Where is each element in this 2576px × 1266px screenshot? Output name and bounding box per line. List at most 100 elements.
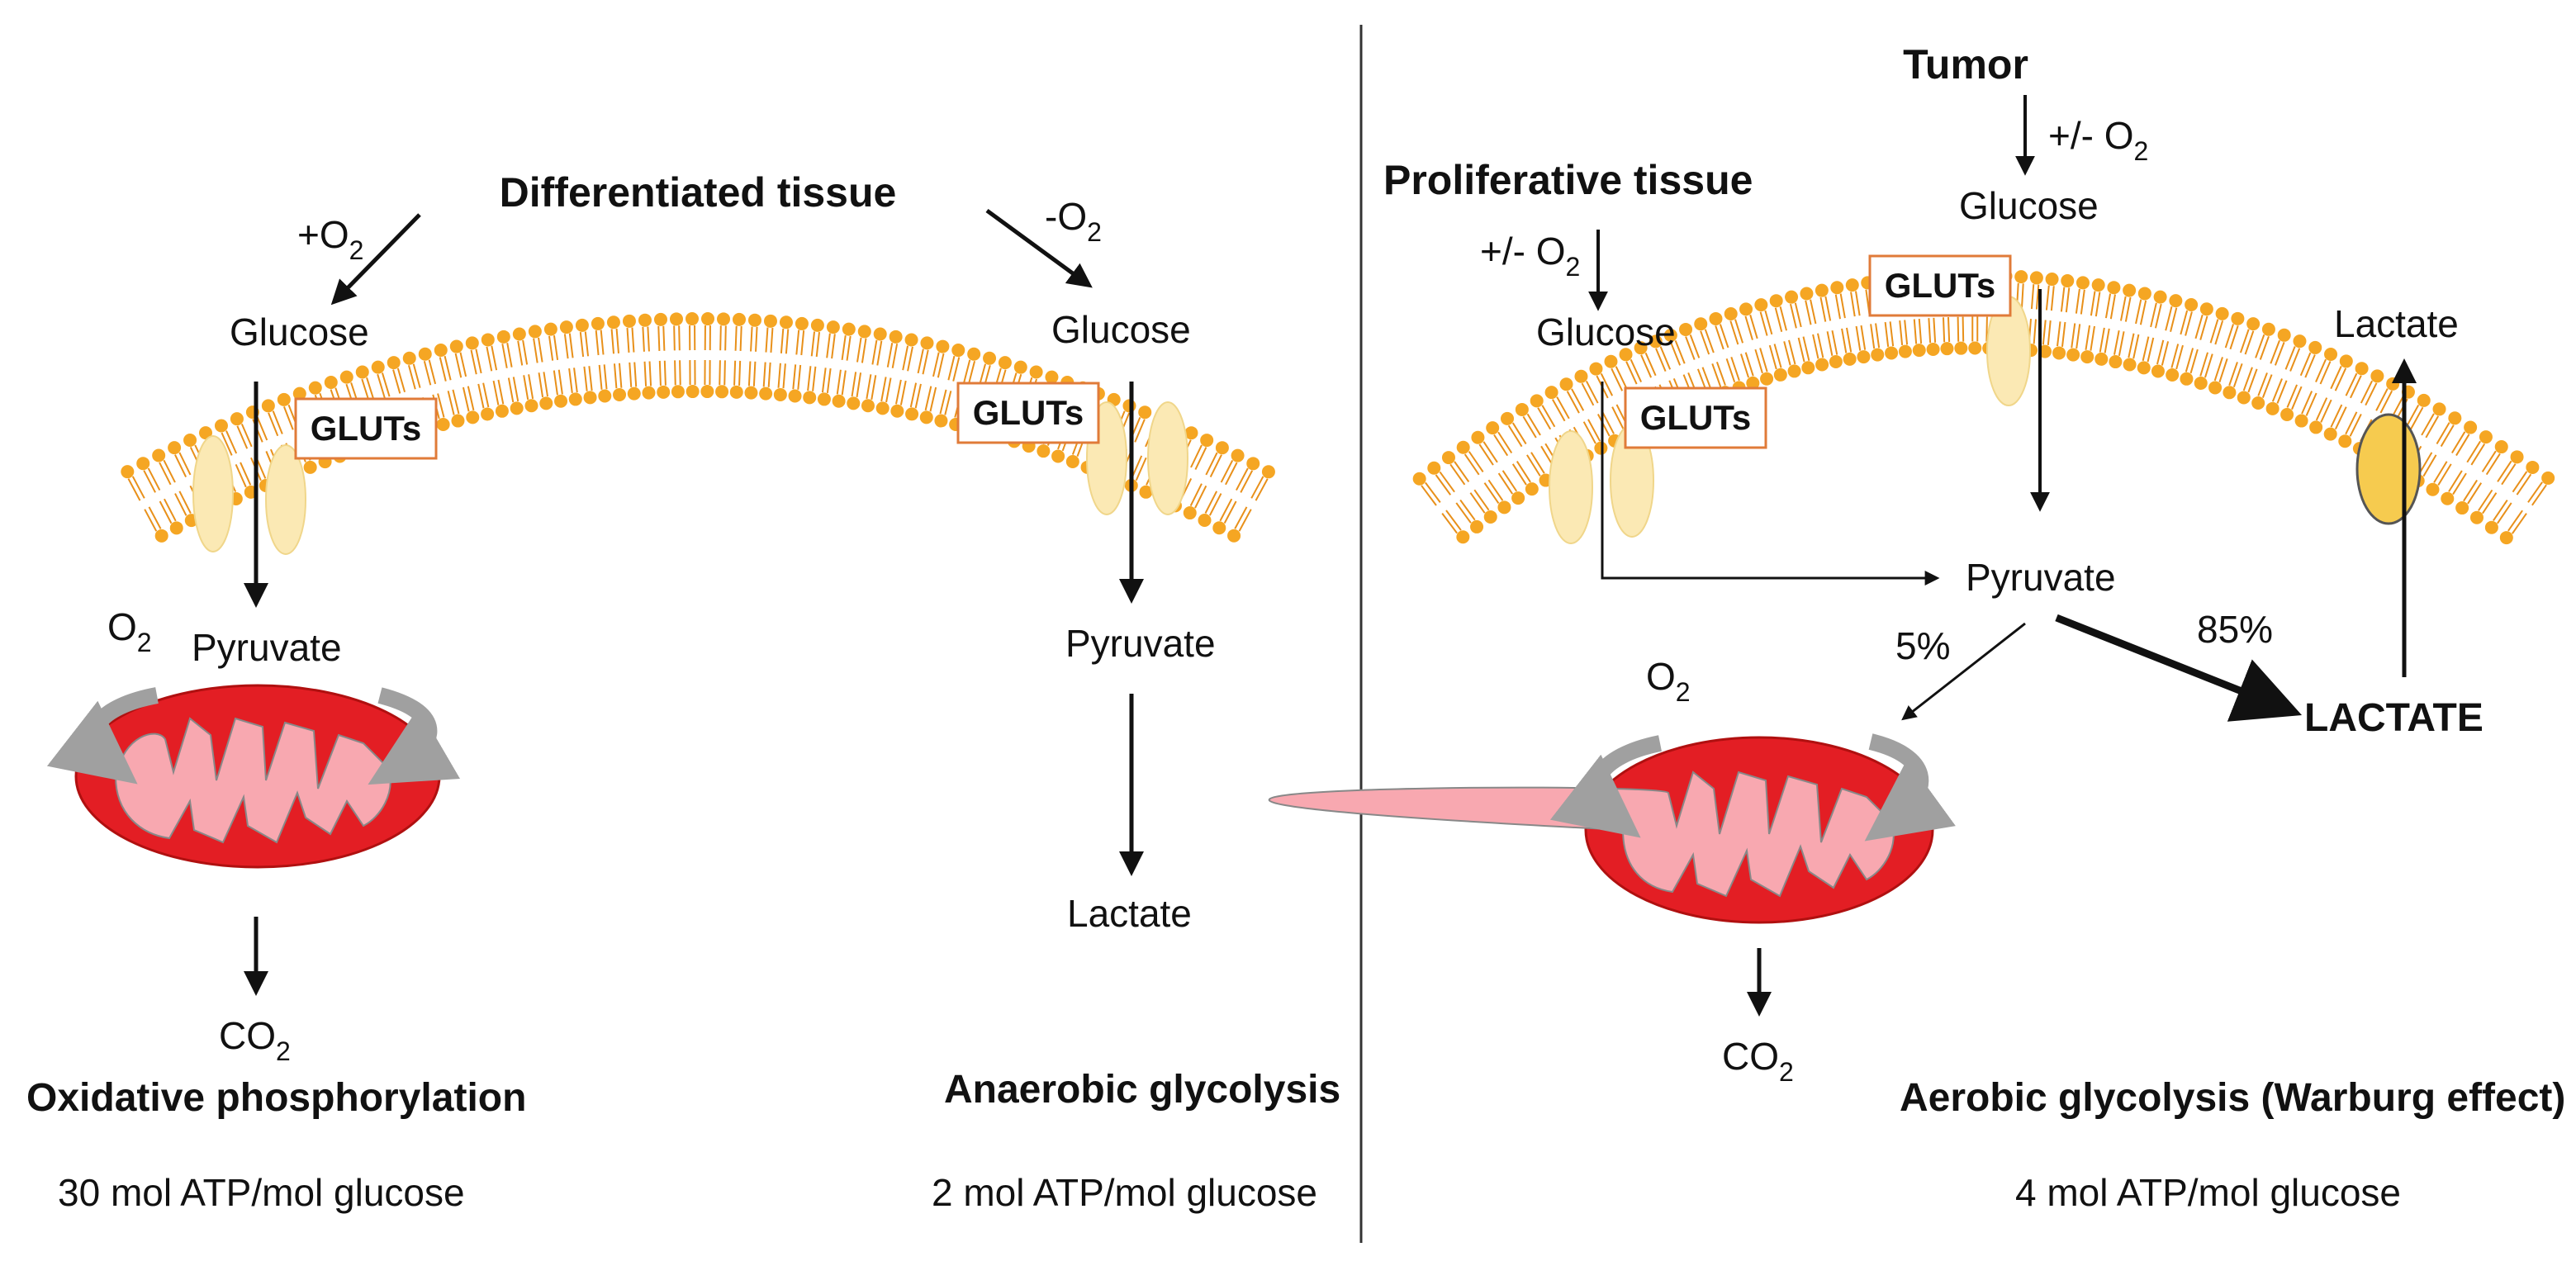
lipid-tail — [1464, 453, 1480, 476]
lipid-tail — [812, 366, 817, 391]
lipid-tail — [1740, 353, 1750, 378]
lipid-tail — [2050, 286, 2055, 311]
lipid-tail — [1839, 293, 1846, 319]
lipid-head — [685, 312, 699, 326]
tumor-glucose-label: Glucose — [1959, 184, 2099, 227]
lipid-head — [717, 312, 731, 326]
lipid-head — [1122, 399, 1136, 413]
lipid-head — [2338, 434, 2352, 448]
lipid-tail — [2291, 386, 2303, 410]
lipid-tail — [952, 357, 961, 382]
lipid-tail — [2228, 362, 2238, 386]
lipid-tail — [967, 361, 976, 386]
lipid-head — [1769, 294, 1783, 308]
lipid-tail — [658, 360, 662, 386]
lipid-tail — [1812, 334, 1819, 359]
lipid-tail — [492, 380, 500, 405]
lipid-tail — [2060, 287, 2066, 312]
lipid-tail — [2418, 452, 2433, 475]
lipid-tail — [663, 360, 667, 386]
lipid-tail — [2315, 358, 2327, 382]
lipid-head — [1871, 348, 1885, 362]
lipid-tail — [1797, 337, 1805, 363]
lipid-tail — [642, 326, 645, 352]
lipid-head — [2464, 420, 2478, 434]
lipid-tail — [491, 345, 498, 371]
lipid-head — [2441, 491, 2455, 505]
pyruvate-label-right: Pyruvate — [1966, 556, 2116, 599]
lipid-tail — [178, 452, 192, 476]
lipid-tail — [523, 375, 529, 401]
lipid-tail — [719, 325, 722, 351]
lipid-tail — [127, 478, 141, 501]
lipid-head — [2426, 482, 2440, 496]
lipid-tail — [1802, 336, 1810, 362]
lipid-tail — [895, 379, 902, 405]
lipid-tail — [595, 330, 600, 356]
title-differentiated-tissue: Differentiated tissue — [500, 169, 897, 216]
lipid-tail — [1596, 414, 1611, 437]
lipid-tail — [1700, 330, 1710, 355]
lipid-head — [495, 404, 509, 418]
lipid-head — [168, 441, 182, 455]
lipid-tail — [1205, 452, 1218, 476]
lipid-tail — [256, 416, 268, 441]
lipid-tail — [861, 338, 867, 363]
lipid-tail — [2045, 285, 2050, 311]
lipid-tail — [924, 386, 932, 411]
lipid-tail — [1611, 406, 1625, 429]
lipid-head — [1427, 461, 1441, 475]
lipid-tail — [1764, 310, 1773, 335]
lipid-head — [2180, 372, 2194, 386]
lipid-head — [512, 327, 526, 341]
lipid-head — [1968, 341, 1982, 355]
lipid-tail — [1250, 476, 1264, 499]
lipid-tail — [2175, 344, 2184, 370]
lipid-head — [1515, 402, 1529, 416]
lipid-tail — [2485, 453, 2501, 476]
lipid-tail — [2315, 397, 2328, 421]
yield-oxidative: 30 mol ATP/mol glucose — [58, 1171, 465, 1214]
lipid-tail — [1473, 489, 1490, 511]
lipid-tail — [678, 325, 681, 351]
lipid-tail — [2405, 404, 2420, 428]
lipid-head — [998, 356, 1012, 370]
lipid-tail — [2247, 368, 2258, 393]
lipid-tail — [1689, 334, 1701, 358]
lipid-tail — [2257, 372, 2268, 396]
lipid-tail — [2451, 431, 2466, 453]
lipid-tail — [2507, 510, 2523, 532]
lipid-tail — [1819, 296, 1827, 322]
lipid-head — [1694, 317, 1708, 331]
lipid-tail — [2170, 344, 2180, 368]
lipid-tail — [2128, 333, 2135, 358]
lipid-tail — [792, 364, 797, 390]
lipid-tail — [856, 337, 862, 363]
lipid-head — [1898, 344, 1912, 358]
lipid-tail — [178, 491, 192, 514]
lipid-tail — [2305, 392, 2317, 416]
lipid-head — [919, 410, 933, 424]
lipid-head — [826, 320, 840, 334]
lipid-head — [1051, 449, 1065, 463]
lipid-head — [744, 386, 758, 400]
lipid-tail — [2080, 289, 2085, 315]
lipid-head — [371, 360, 385, 374]
lipid-tail — [2132, 334, 2140, 359]
lipid-tail — [932, 352, 940, 377]
lipid-head — [936, 339, 950, 353]
lipid-tail — [2478, 489, 2493, 511]
lipid-tail — [626, 327, 630, 353]
lipid-head — [2094, 352, 2109, 366]
lipid-tail — [2276, 380, 2288, 404]
lipid-head — [418, 347, 432, 361]
lipid-head — [1029, 365, 1043, 379]
lipid-head — [324, 376, 338, 390]
lipid-tail — [1644, 352, 1657, 377]
process-oxidative-phosphorylation: Oxidative phosphorylation — [26, 1076, 526, 1120]
lipid-head — [732, 312, 746, 326]
lipid-head — [715, 385, 729, 399]
co2-label-right: CO2 — [1722, 1035, 1794, 1087]
lipid-tail — [235, 463, 247, 488]
